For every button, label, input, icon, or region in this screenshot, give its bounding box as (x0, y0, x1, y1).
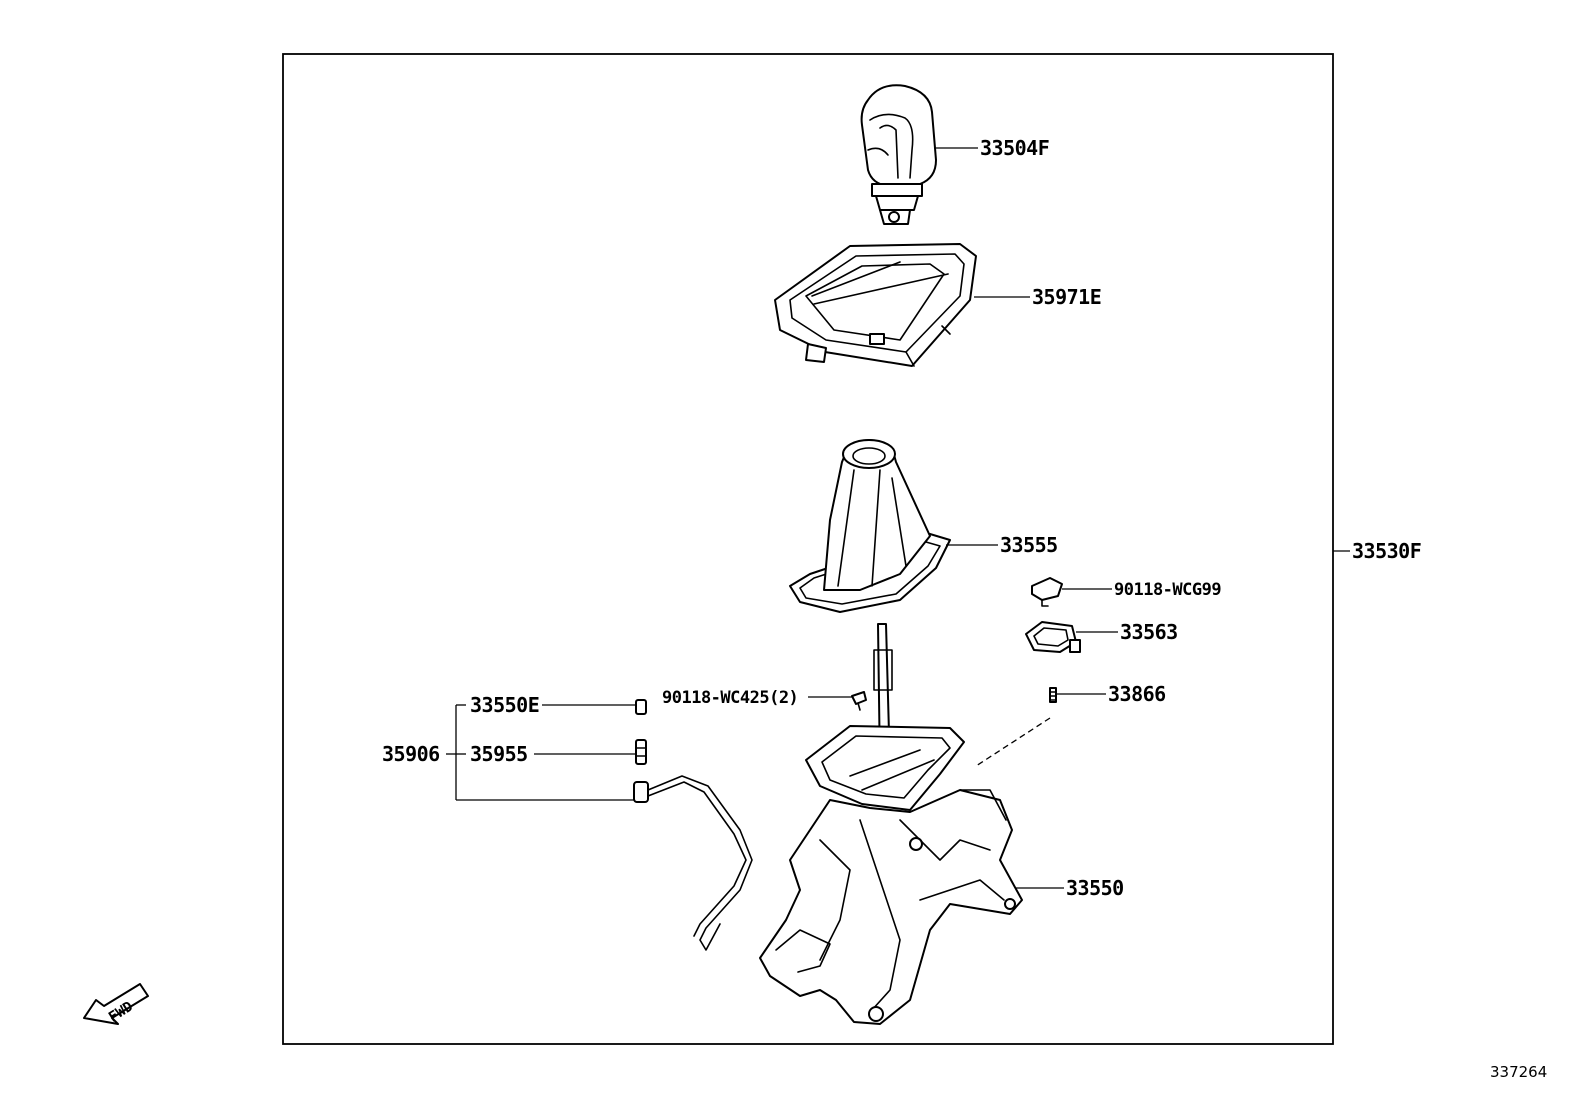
label-33555: 33555 (1000, 533, 1058, 557)
label-35906: 35906 (382, 742, 440, 766)
shift-boot-drawing (789, 439, 951, 613)
assembly-frame (282, 53, 1334, 1045)
label-33866: 33866 (1108, 682, 1166, 706)
label-90118-WCG99: 90118-WCG99 (1114, 580, 1221, 600)
reference-number: 337264 (1490, 1063, 1547, 1081)
bezel-panel-drawing (774, 243, 977, 367)
label-33504F: 33504F (980, 136, 1049, 160)
label-90118-WC425: 90118-WC425(2) (662, 688, 798, 708)
socket-wire-drawing (633, 699, 753, 951)
label-35955: 35955 (470, 742, 528, 766)
fwd-arrow: FWD (83, 983, 149, 1026)
screw-drawing (851, 691, 867, 711)
small-parts-drawing (975, 577, 1081, 767)
label-33550E: 33550E (470, 693, 539, 717)
label-33563: 33563 (1120, 620, 1178, 644)
label-33550: 33550 (1066, 876, 1124, 900)
shift-knob-drawing (860, 84, 937, 225)
leader-lines (446, 147, 1350, 889)
label-assembly-33530F: 33530F (1352, 539, 1421, 563)
lever-base-drawing (759, 623, 1023, 1025)
label-35971E: 35971E (1032, 285, 1101, 309)
